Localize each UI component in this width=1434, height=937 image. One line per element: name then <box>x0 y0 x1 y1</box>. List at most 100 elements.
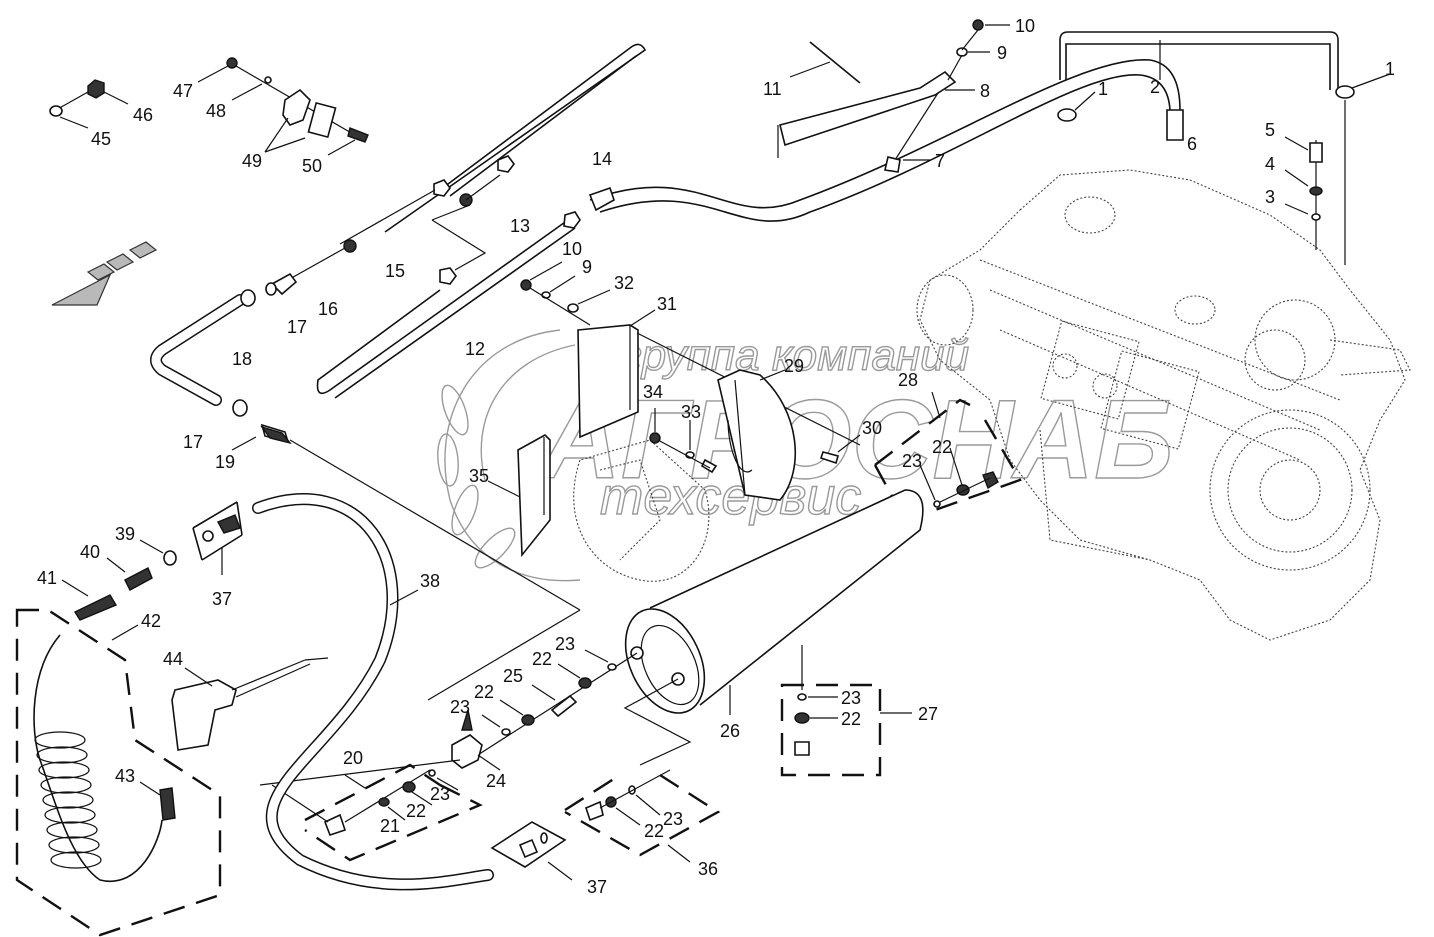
callout-43: 43 <box>115 766 135 786</box>
callout-23: 23 <box>663 809 683 829</box>
callout-21: 21 <box>380 816 400 836</box>
group-37-upper <box>192 501 243 575</box>
fittings-13-15-16 <box>265 174 501 296</box>
part-47-50-clamp <box>197 57 369 156</box>
fasteners-9-10-32 <box>520 261 611 326</box>
watermark-line-2: АГРОСНАБ <box>537 377 1173 502</box>
hose-18 <box>150 289 290 444</box>
callout-27: 27 <box>918 704 938 724</box>
callout-20: 20 <box>343 748 363 768</box>
tube-12-14 <box>316 43 647 399</box>
group-42-coil-hose <box>15 608 222 937</box>
callout-40: 40 <box>80 542 100 562</box>
callout-36: 36 <box>698 859 718 879</box>
group-36 <box>564 769 721 863</box>
watermark-line-1: группа компаний <box>620 331 969 380</box>
callout-39: 39 <box>115 524 135 544</box>
callout-49: 49 <box>242 151 262 171</box>
callout-29: 29 <box>784 356 804 376</box>
fasteners-30-33-34 <box>649 408 861 474</box>
callout-22: 22 <box>932 437 952 457</box>
callout-9: 9 <box>582 257 592 277</box>
callout-18: 18 <box>232 349 252 369</box>
callout-9: 9 <box>997 43 1007 63</box>
callout-1: 1 <box>1385 59 1395 79</box>
callout-3: 3 <box>1265 187 1275 207</box>
callout-6: 6 <box>1187 134 1197 154</box>
callout-22: 22 <box>474 682 494 702</box>
fittings-39-40-41 <box>61 539 177 621</box>
callout-4: 4 <box>1265 154 1275 174</box>
callout-26: 26 <box>720 721 740 741</box>
callout-38: 38 <box>420 571 440 591</box>
forward-direction-arrow-icon <box>51 241 158 306</box>
hose-2-6 <box>588 31 1339 222</box>
callout-33: 33 <box>681 402 701 422</box>
callout-48: 48 <box>206 101 226 121</box>
callout-5: 5 <box>1265 120 1275 140</box>
callout-13: 13 <box>510 216 530 236</box>
callout-10: 10 <box>1015 16 1035 36</box>
callout-15: 15 <box>385 261 405 281</box>
callout-7: 7 <box>935 151 945 171</box>
cover-29 <box>717 369 797 501</box>
callout-11: 11 <box>763 79 782 99</box>
blow-gun-44 <box>171 657 329 751</box>
callout-2: 2 <box>1150 77 1160 97</box>
watermark-wreath-icon <box>437 329 581 582</box>
coil-icon <box>34 731 102 869</box>
hose-38 <box>252 493 494 891</box>
watermark: группа компаний АГРОСНАБ техсервис <box>437 329 1174 582</box>
bracket-35 <box>487 434 551 558</box>
callout-25: 25 <box>503 666 523 686</box>
callout-23: 23 <box>841 688 861 708</box>
valve-chain <box>259 649 638 786</box>
callout-12: 12 <box>465 339 485 359</box>
callout-8: 8 <box>980 81 990 101</box>
callout-34: 34 <box>643 382 663 402</box>
bracket-8 <box>777 19 1010 173</box>
callout-37: 37 <box>212 589 232 609</box>
air-reservoir-26 <box>623 489 924 766</box>
group-27 <box>780 683 912 777</box>
callout-23: 23 <box>555 634 575 654</box>
callout-22: 22 <box>841 709 861 729</box>
callout-23: 23 <box>902 451 922 471</box>
callout-32: 32 <box>614 273 634 293</box>
callout-14: 14 <box>592 149 612 169</box>
callout-31: 31 <box>657 294 677 314</box>
fitting-19 <box>231 425 581 701</box>
callout-22: 22 <box>532 649 552 669</box>
callout-23: 23 <box>430 784 450 804</box>
callout-28: 28 <box>898 370 918 390</box>
callout-24: 24 <box>486 771 506 791</box>
clamps-1 <box>1057 73 1391 265</box>
callout-17: 17 <box>183 432 203 452</box>
callout-47: 47 <box>173 81 193 101</box>
callout-44: 44 <box>163 649 183 669</box>
callout-1: 1 <box>1098 79 1108 99</box>
callout-10: 10 <box>562 239 582 259</box>
fan-shroud <box>573 439 710 582</box>
callout-41: 41 <box>37 568 57 588</box>
callout-labels: 1 1 2 3 4 5 6 7 8 9 10 11 12 13 14 15 16… <box>37 16 1395 897</box>
bracket-31 <box>577 309 861 446</box>
callout-17: 17 <box>287 317 307 337</box>
callout-16: 16 <box>318 299 338 319</box>
fittings-3-4-5 <box>1284 136 1323 250</box>
callout-23: 23 <box>450 697 470 717</box>
part-45-46-nut-sleeve <box>49 79 129 129</box>
group-37-lower <box>490 821 573 881</box>
callout-37: 37 <box>587 877 607 897</box>
callout-22: 22 <box>406 801 426 821</box>
watermark-line-3: техсервис <box>600 468 861 526</box>
callout-22: 22 <box>644 821 664 841</box>
callout-42: 42 <box>141 611 161 631</box>
callout-50: 50 <box>302 156 322 176</box>
callout-45: 45 <box>91 129 111 149</box>
callout-19: 19 <box>215 452 235 472</box>
callout-46: 46 <box>133 105 153 125</box>
callout-30: 30 <box>862 418 882 438</box>
callout-35: 35 <box>469 466 489 486</box>
